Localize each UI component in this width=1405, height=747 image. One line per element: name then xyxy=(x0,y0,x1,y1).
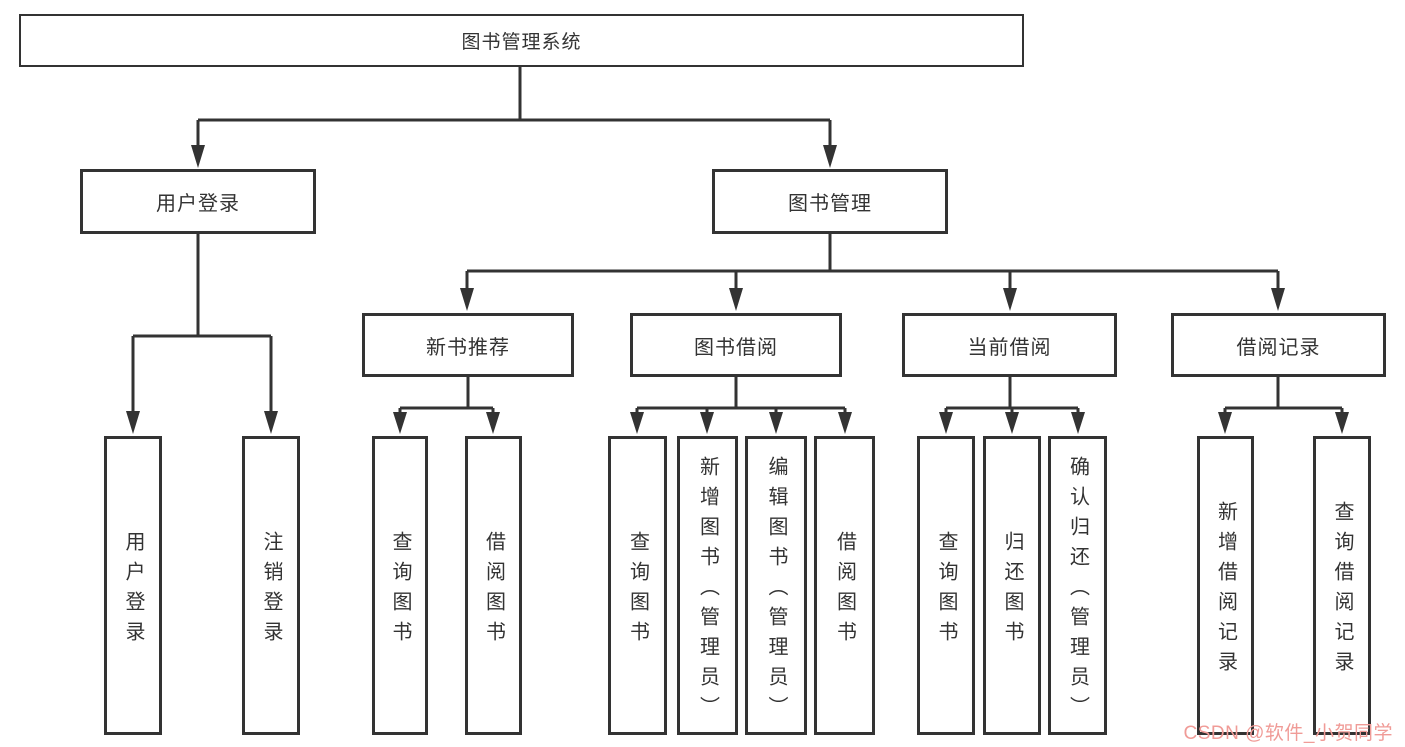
leaf-label: 新增图书（管理员） xyxy=(696,455,719,726)
leaf-label: 查询图书 xyxy=(389,530,411,651)
leaf-logout: 注销登录 xyxy=(242,436,300,735)
node-book-management: 图书管理 xyxy=(712,169,948,234)
leaf-query-books-current: 查询图书 xyxy=(917,436,975,735)
leaf-label: 借阅图书 xyxy=(833,530,856,651)
node-borrowing-records: 借阅记录 xyxy=(1171,313,1386,377)
leaf-label: 新增借阅记录 xyxy=(1214,500,1237,681)
leaf-add-borrow-record: 新增借阅记录 xyxy=(1197,436,1254,735)
leaf-label: 确认归还（管理员） xyxy=(1066,455,1089,726)
node-library-management-system: 图书管理系统 xyxy=(19,14,1024,67)
node-book-borrowing: 图书借阅 xyxy=(630,313,842,377)
leaf-user-login: 用户登录 xyxy=(104,436,162,735)
leaf-edit-books-admin: 编辑图书（管理员） xyxy=(745,436,807,735)
leaf-query-borrow-record: 查询借阅记录 xyxy=(1313,436,1371,735)
connector-segments xyxy=(131,67,1344,414)
leaf-label: 归还图书 xyxy=(1001,530,1023,651)
leaf-return-books: 归还图书 xyxy=(983,436,1041,735)
node-new-book-recommendation: 新书推荐 xyxy=(362,313,574,377)
leaf-borrow-books-recommend: 借阅图书 xyxy=(465,436,522,735)
leaf-label: 编辑图书（管理员） xyxy=(765,455,787,726)
leaf-confirm-return-admin: 确认归还（管理员） xyxy=(1048,436,1107,735)
leaf-query-books-borrowing: 查询图书 xyxy=(608,436,667,735)
leaf-borrow-books-borrowing: 借阅图书 xyxy=(814,436,875,735)
arrowheads xyxy=(126,145,1349,434)
leaf-label: 用户登录 xyxy=(122,530,144,651)
node-user-login: 用户登录 xyxy=(80,169,316,234)
leaf-label: 注销登录 xyxy=(260,530,282,651)
leaf-query-books-recommend: 查询图书 xyxy=(372,436,428,735)
leaf-label: 查询借阅记录 xyxy=(1331,500,1353,681)
node-current-borrowing: 当前借阅 xyxy=(902,313,1117,377)
leaf-label: 查询图书 xyxy=(935,530,957,651)
leaf-label: 查询图书 xyxy=(626,530,649,651)
leaf-add-books-admin: 新增图书（管理员） xyxy=(677,436,738,735)
leaf-label: 借阅图书 xyxy=(482,530,505,651)
